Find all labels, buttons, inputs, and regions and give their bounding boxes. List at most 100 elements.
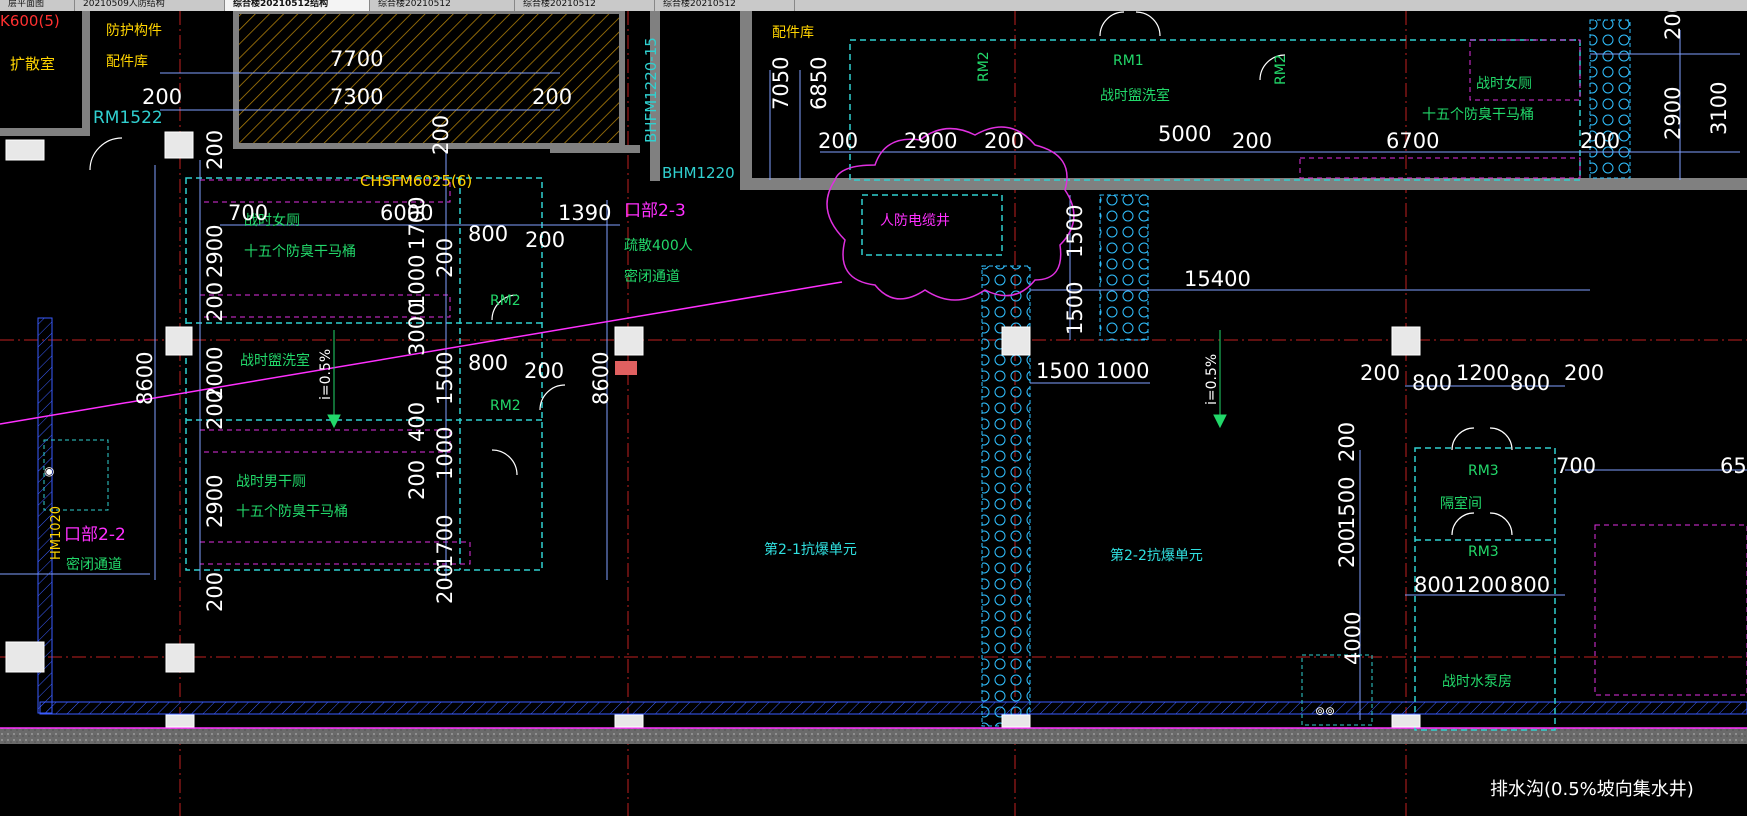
dim-6850: 6850	[807, 57, 831, 110]
label-rm2c: RM2	[976, 51, 992, 82]
label-kou23: 口部2-3	[624, 201, 686, 221]
drawing-tab-1[interactable]: 层平面图	[0, 0, 75, 11]
dim-200s: 200	[1335, 528, 1359, 568]
dim-200l: 200	[818, 129, 858, 153]
dim-200c: 200	[203, 130, 227, 170]
dim-200e: 200	[525, 228, 565, 252]
dim-200u: 200	[1661, 11, 1685, 40]
dim-700a: 700	[228, 201, 268, 225]
dim-2000: 2000	[203, 347, 227, 400]
label-rm2b: RM2	[490, 398, 521, 414]
label-bhfm: BHFM1220-15	[642, 37, 660, 143]
dimension-lines	[0, 30, 1747, 720]
pump-symbol: ⊚⊚	[1315, 704, 1335, 718]
dim-200f: 200	[433, 238, 457, 278]
dim-5000: 5000	[1158, 122, 1211, 146]
dim-200t: 200	[433, 564, 457, 604]
dim-1390: 1390	[558, 201, 611, 225]
label-protect1: 防护构件	[106, 23, 162, 39]
slope-arrows	[327, 330, 1227, 429]
label-women2: 战时女厕	[1476, 75, 1532, 92]
dim-200n: 200	[1232, 129, 1272, 153]
dim-200o: 200	[1580, 129, 1620, 153]
hatched-room	[233, 11, 625, 149]
label-mibi1: 密闭通道	[624, 268, 680, 285]
dim-200j: 200	[405, 460, 429, 500]
label-isolate: 隔室间	[1440, 495, 1482, 512]
dim-65: 65	[1720, 454, 1747, 478]
dim-200r: 200	[1335, 422, 1359, 462]
drawing-tab-4[interactable]: 综合楼20210512	[370, 0, 515, 11]
dim-1200b: 1200	[1454, 573, 1507, 597]
label-rm1522: RM1522	[93, 108, 163, 128]
dim-3100: 3100	[1707, 82, 1731, 135]
equipment-box	[43, 439, 1373, 726]
dim-7700: 7700	[330, 47, 383, 71]
dim-200b: 200	[532, 85, 572, 109]
dim-1000b: 1000	[433, 427, 457, 480]
dim-1500d: 1500	[1036, 359, 1089, 383]
circle-column-2	[1099, 194, 1149, 341]
label-unit21: 第2-1抗爆单元	[764, 541, 857, 558]
label-men: 战时男干厕	[236, 474, 306, 490]
label-protect2: 配件库	[106, 54, 148, 70]
dim-200m: 200	[984, 129, 1024, 153]
label-unit22: 第2-2抗爆单元	[1110, 547, 1203, 564]
dim-1500c: 1500	[1063, 282, 1087, 335]
dim-200k: 200	[203, 572, 227, 612]
label-peijianku: 配件库	[772, 25, 814, 41]
dim-800f: 800	[1510, 573, 1550, 597]
label-k600: K600(5)	[0, 12, 60, 30]
door-swings	[89, 11, 1513, 536]
label-drain: 排水沟(0.5%坡向集水井)	[1490, 779, 1694, 800]
dim-7050: 7050	[769, 57, 793, 110]
label-rm3a: RM3	[1468, 463, 1499, 479]
dim-400: 400	[405, 402, 429, 442]
drawing-tab-bar: 层平面图 20210509人防结构 综合楼20210512结构 综合楼20210…	[0, 0, 1747, 11]
label-bhm: BHM1220	[662, 164, 735, 182]
dim-8600a: 8600	[133, 352, 157, 405]
label-toilet15a: 十五个防臭干马桶	[244, 244, 356, 260]
label-rm2a: RM2	[490, 293, 521, 309]
dim-700b: 700	[1556, 454, 1596, 478]
dim-800a: 800	[468, 222, 508, 246]
label-wash: 战时盥洗室	[240, 352, 310, 369]
dim-6700: 6700	[1386, 129, 1439, 153]
dim-6000: 6000	[380, 201, 433, 225]
label-rm3b: RM3	[1468, 544, 1499, 560]
drawing-tab-6[interactable]: 综合楼20210512	[655, 0, 795, 11]
drawing-tab-3[interactable]: 综合楼20210512结构	[225, 0, 370, 11]
dim-1700a: 1700	[405, 197, 429, 250]
vent-symbol: ◉	[44, 464, 54, 478]
cad-drawing-canvas[interactable]: ⊚⊚ ◉ K600(5) 防护构件 配件库 扩散室 RM1522 配件库 BHF…	[0, 11, 1747, 816]
dim-1500b: 1500	[1063, 205, 1087, 258]
drawing-tab-2[interactable]: 20210509人防结构	[75, 0, 225, 11]
label-slope1: i=0.5%	[318, 349, 334, 400]
label-kou22: 口部2-2	[64, 525, 126, 545]
label-expand: 扩散室	[10, 55, 55, 73]
dim-2900a: 2900	[203, 225, 227, 278]
dim-1700b: 1700	[433, 515, 457, 568]
leader-line	[0, 281, 843, 425]
dim-1000a: 1000	[405, 255, 429, 308]
drawing-tab-5[interactable]: 综合楼20210512	[515, 0, 655, 11]
label-chsfm: CHSFM6025(6)	[360, 172, 472, 190]
dim-800d: 800	[1510, 371, 1550, 395]
revision-cloud	[826, 126, 1075, 301]
dim-800e: 800	[1414, 573, 1454, 597]
dim-200i2: 200	[524, 359, 564, 383]
dim-4000: 4000	[1341, 612, 1365, 665]
label-hm1020: HM1020	[49, 506, 64, 560]
dim-200h: 200	[203, 390, 227, 430]
label-shusan: 疏散400人	[624, 238, 693, 254]
column-markers	[5, 131, 1421, 728]
walls	[0, 11, 1747, 190]
dim-1000c: 1000	[1096, 359, 1149, 383]
dim-1500e: 1500	[1335, 477, 1359, 530]
dim-2900d: 2900	[1661, 87, 1685, 140]
gravel-band	[0, 728, 1747, 744]
label-slope2: i=0.5%	[1204, 354, 1220, 405]
dim-2900b: 2900	[203, 475, 227, 528]
label-mibi2: 密闭通道	[66, 556, 122, 573]
dim-15400: 15400	[1184, 267, 1251, 291]
